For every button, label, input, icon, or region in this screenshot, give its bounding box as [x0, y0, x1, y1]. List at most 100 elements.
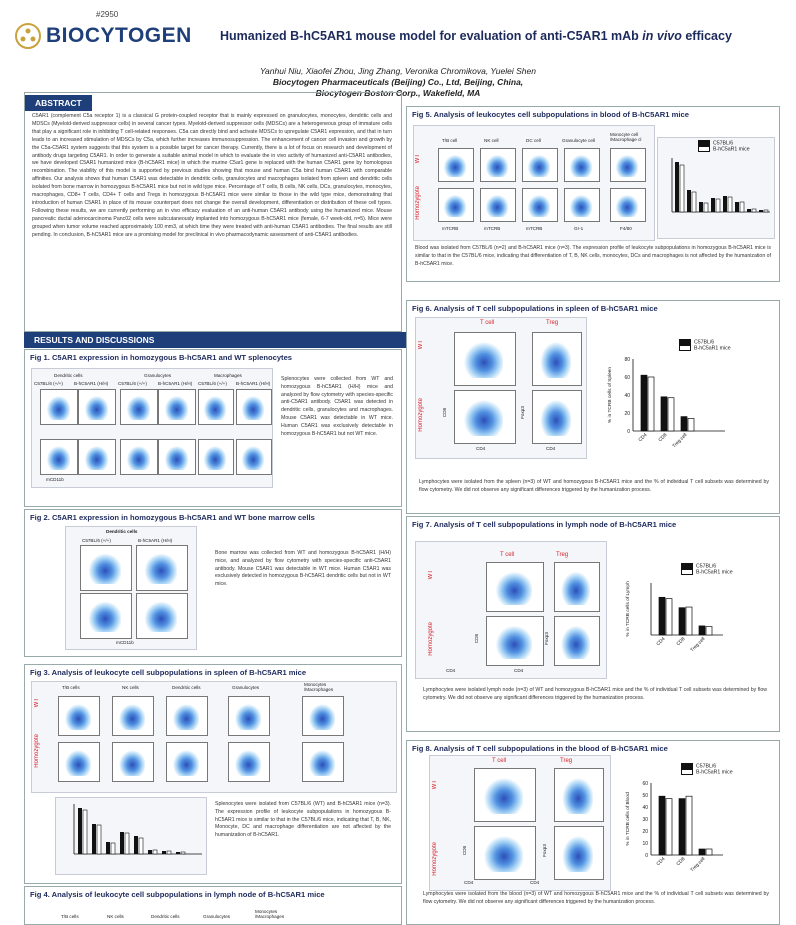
- fig6-bar-treg-cell-wt: [680, 416, 688, 432]
- fig6-ytick-2: 40: [624, 393, 630, 399]
- fig6-caption: Lymphocytes were isolated from the splee…: [419, 479, 769, 493]
- fig8-xlab: CD4: [464, 880, 474, 885]
- fig6-xtick-2: Treg cell: [671, 432, 688, 449]
- fig6-panel: Fig 6. Analysis of T cell subpopulations…: [406, 300, 780, 514]
- fig7-row-homo: Homozygote: [428, 622, 434, 656]
- fig6-plot-1: [454, 332, 516, 386]
- fig5-plot-9: [564, 188, 600, 222]
- fig6-ylab-cd8: CD8: [442, 407, 448, 418]
- fig6-xlab-2: CD4: [546, 446, 556, 451]
- poster-title: Humanized B-hC5AR1 mouse model for evalu…: [220, 29, 732, 43]
- fig5-xlab-4: Gr-1: [574, 226, 584, 231]
- fig1-group-gran: Granulocytes: [144, 373, 172, 378]
- fig8-ylab-foxp3: Foxp3: [541, 844, 547, 857]
- fig7-row-wt: WT: [428, 570, 434, 580]
- fig5-plot-3: [522, 148, 558, 182]
- fig7-xtick-2: Treg cell: [689, 636, 706, 653]
- fig8-ytick-5: 10: [642, 841, 648, 847]
- fig2-xlab: mCD11b: [116, 640, 134, 645]
- fig4-panel: Fig 4. Analysis of leukocyte cell subpop…: [24, 886, 402, 925]
- fig4-col-5: Monocytes /Macrophages: [255, 909, 285, 919]
- fig7-ylabel: % in TCRB cells of Lymph: [625, 581, 631, 637]
- fig8-ytick-3: 30: [642, 817, 648, 823]
- fig7-bar-cd4-hc5ar1: [665, 598, 673, 636]
- fig8-xtick-1: CD8: [675, 856, 686, 867]
- fig8-ytick-1: 50: [642, 793, 648, 799]
- fig7-xlab-2: CD4: [514, 668, 524, 673]
- fig1-col-5: C57BL/6 (+/+): [198, 381, 227, 386]
- fig3-plot-7: [112, 742, 154, 782]
- fig8-xlab-2: CD4: [530, 880, 540, 885]
- fig8-plot-1: [474, 768, 536, 822]
- fig8-bar-treg-cell-wt: [698, 848, 706, 856]
- fig5-plot-2: [480, 148, 516, 182]
- fig3-bars-svg: [73, 804, 202, 855]
- fig5-xlab-2: mTCRB: [484, 226, 501, 231]
- fig8-caption: Lymphocytes were isolated from the blood…: [423, 891, 769, 905]
- fig5-col-3: DC cell: [526, 138, 541, 143]
- fig6-title: Fig 6. Analysis of T cell subpopulations…: [412, 304, 658, 313]
- fig5-xlab-1: mTCRB: [442, 226, 459, 231]
- fig5-plot-10: [610, 188, 646, 222]
- fig1-title: Fig 1. C5AR1 expression in homozygous B-…: [30, 353, 293, 362]
- fig7-panel: Fig 7. Analysis of T cell subpopulations…: [406, 516, 780, 732]
- fig3-row-homo: Homozygote: [34, 734, 40, 768]
- fig3-col-1: T/B cells: [62, 685, 80, 690]
- fig6-ytick-1: 60: [624, 375, 630, 381]
- fig7-col-treg: Treg: [556, 552, 569, 558]
- fig6-plot-2: [532, 332, 582, 386]
- fig5-plot-1: [438, 148, 474, 182]
- fig8-panel: Fig 8. Analysis of T cell subpopulations…: [406, 740, 780, 925]
- authors-block: Yanhui Niu, Xiaofei Zhou, Jing Zhang, Ve…: [0, 66, 796, 99]
- fig6-col-treg: Treg: [546, 320, 559, 326]
- fig5-plot-4: [564, 148, 600, 182]
- fig6-plot-4: [532, 390, 582, 444]
- fig7-xlab: CD4: [446, 668, 456, 673]
- fig5-plot-7: [480, 188, 516, 222]
- fig5-legend: C57BL/6 B-hC5aR1 mice: [698, 140, 750, 153]
- fig8-ytick-0: 60: [642, 781, 648, 787]
- fig7-xtick-0: CD4: [655, 636, 666, 647]
- fig6-ytick-0: 80: [624, 357, 630, 363]
- fig8-row-homo: Homozygote: [432, 842, 438, 876]
- fig8-row-wt: WT: [432, 780, 438, 790]
- fig4-col-1: T/B cells: [61, 914, 79, 919]
- fig3-title: Fig 3. Analysis of leukocyte cell subpop…: [30, 668, 307, 677]
- fig5-xlab-5: F4/80: [620, 226, 632, 231]
- fig2-col-1: C57BL/6 (+/+): [82, 538, 111, 543]
- fig5-row-homo: Homozygote: [415, 186, 421, 220]
- fig5-xlab-3: mTCRB: [526, 226, 543, 231]
- fig1-panel: Fig 1. C5AR1 expression in homozygous B-…: [24, 349, 402, 507]
- fig6-xlab: CD4: [476, 446, 486, 451]
- fig8-col-treg: Treg: [560, 758, 573, 764]
- fig8-legend: C57BL/6 B-hC5aR1 mice: [681, 763, 733, 776]
- fig6-xtick-1: CD8: [657, 432, 668, 443]
- fig6-ytick-3: 20: [624, 411, 630, 417]
- abstract-panel: ABSTRACT C5AR1 (complement C5a receptor …: [24, 92, 402, 332]
- fig5-bar-chart: C57BL/6 B-hC5aR1 mice: [657, 137, 775, 239]
- fig8-title: Fig 8. Analysis of T cell subpopulations…: [412, 744, 668, 753]
- fig6-xtick-0: CD4: [637, 432, 648, 443]
- fig7-plot-2: [554, 562, 600, 612]
- fig7-title: Fig 7. Analysis of T cell subpopulations…: [412, 520, 677, 529]
- fig7-plot-4: [554, 616, 600, 666]
- abstract-heading: ABSTRACT: [25, 95, 92, 111]
- fig1-col-2: B-hC5AR1 (H/H): [74, 381, 109, 386]
- fig4-col-4: Granulocytes: [203, 914, 231, 919]
- fig8-ylab-cd8: CD8: [462, 845, 468, 856]
- fig3-bar-chart: [55, 797, 207, 875]
- fig7-bar-cd8-wt: [678, 607, 686, 636]
- fig2-flow-plots: Dendritic cells C57BL/6 (+/+) B-hC5AR1 (…: [65, 526, 197, 650]
- fig5-plot-8: [522, 188, 558, 222]
- fig7-ylab-foxp3: Foxp3: [543, 632, 549, 645]
- fig6-flow-plots: T cell Treg WT Homozygote CD4 CD4 CD8 Fo…: [415, 317, 587, 459]
- fig1-plot-10: [158, 439, 196, 475]
- fig7-col-tcell: T cell: [500, 552, 515, 558]
- affiliation-1: Biocytogen Pharmaceuticals (Beijing) Co.…: [272, 77, 524, 87]
- fig3-plot-8: [166, 742, 208, 782]
- fig1-plot-4: [158, 389, 196, 425]
- fig5-bars-svg: [671, 158, 770, 213]
- fig6-bar-treg-cell-hc5ar1: [687, 418, 695, 432]
- fig3-plot-6: [58, 742, 100, 782]
- fig3-plot-4: [228, 696, 270, 736]
